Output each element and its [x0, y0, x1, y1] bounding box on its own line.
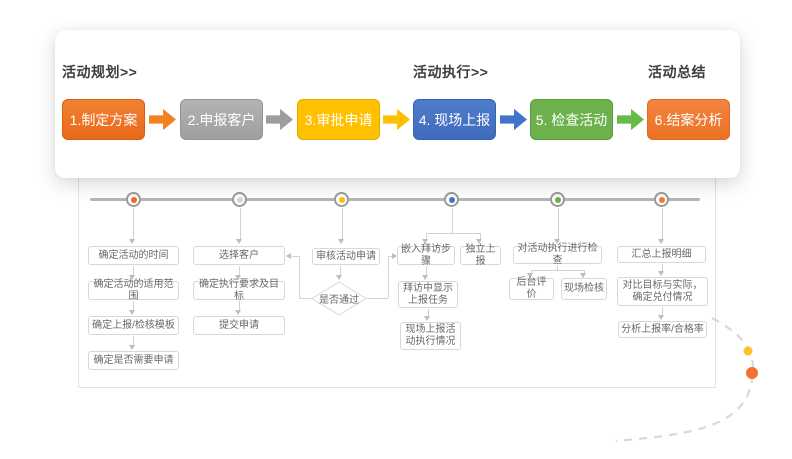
arrow-down-icon — [580, 273, 586, 278]
arrow-down-icon — [658, 271, 664, 276]
arrow-down-icon — [658, 239, 664, 244]
dot-core — [658, 196, 665, 203]
connector — [428, 309, 429, 316]
arrow-down-icon — [129, 345, 135, 350]
arrow-down-icon — [129, 275, 135, 280]
flow-box: 后台评价 — [509, 277, 554, 300]
flow-panel — [78, 167, 716, 388]
timeline-dot-6 — [654, 192, 669, 207]
connector — [557, 265, 558, 270]
phase-label-summary: 活动总结 — [648, 64, 706, 80]
flow-box: 选择客户 — [193, 246, 285, 265]
connector — [133, 301, 134, 310]
connector — [299, 256, 300, 298]
step-box-1: 1.制定方案 — [62, 99, 145, 140]
flow-box: 提交申请 — [193, 316, 285, 335]
connector — [292, 256, 299, 257]
step-box-3: 3.审批申请 — [297, 99, 380, 140]
step-box-2: 2.申报客户 — [180, 99, 263, 140]
timeline-dot-2 — [232, 192, 247, 207]
connector — [426, 233, 480, 234]
connector — [662, 208, 663, 239]
connector — [480, 233, 481, 239]
dot-core — [554, 196, 561, 203]
process-card — [55, 30, 740, 178]
flow-box: 确定活动的适用范围 — [88, 279, 179, 302]
arrow-down-icon — [236, 239, 242, 244]
flow-box: 对活动执行进行检查 — [513, 243, 602, 266]
flow-box: 独立上报 — [460, 244, 501, 267]
connector — [662, 307, 663, 315]
connector — [299, 298, 311, 299]
timeline-line — [90, 198, 700, 201]
arrow-down-icon — [422, 239, 428, 244]
connector — [388, 256, 389, 298]
flow-box: 审核活动申请 — [312, 248, 380, 265]
connector — [133, 336, 134, 345]
arrow-down-icon — [129, 239, 135, 244]
arc-orange-dot — [746, 367, 758, 379]
arrow-down-icon — [424, 316, 430, 321]
flow-box: 嵌入拜访步骤 — [397, 244, 455, 267]
flow-box: 现场上报活动执行情况 — [400, 322, 461, 350]
connector — [239, 301, 240, 310]
flow-box: 确定上报/检核模板 — [88, 316, 179, 335]
timeline-dot-4 — [444, 192, 459, 207]
phase-label-execution: 活动执行>> — [413, 64, 489, 80]
connector — [342, 208, 343, 239]
arrow-down-icon — [235, 275, 241, 280]
step-box-5: 5. 检查活动 — [530, 99, 613, 140]
arrow-down-icon — [338, 239, 344, 244]
connector — [558, 208, 559, 239]
arrow-down-icon — [129, 310, 135, 315]
connector — [240, 208, 241, 239]
diamond-shape — [311, 281, 367, 316]
connector — [239, 266, 240, 275]
flow-box: 对比目标与实际，确定兑付情况 — [617, 277, 708, 306]
timeline-dot-1 — [126, 192, 141, 207]
timeline-dot-5 — [550, 192, 565, 207]
arc-yellow-dot — [743, 346, 753, 356]
arrow-left-icon — [286, 253, 291, 259]
arrow-down-icon — [554, 239, 560, 244]
flow-box: 确定是否需要申请 — [88, 351, 179, 370]
dot-core — [448, 196, 455, 203]
connector — [662, 264, 663, 271]
arrow-right-icon — [392, 253, 397, 259]
arrow-down-icon — [658, 315, 664, 320]
connector — [426, 266, 427, 275]
connector — [340, 266, 341, 275]
connector — [133, 266, 134, 275]
connector — [531, 270, 532, 274]
arrow-down-icon — [336, 275, 342, 280]
arrow-down-icon — [422, 275, 428, 280]
flow-box: 现场检核 — [561, 278, 607, 300]
timeline-dot-3 — [334, 192, 349, 207]
connector — [367, 298, 388, 299]
decision-label: 是否通过 — [319, 295, 359, 306]
flow-box: 汇总上报明细 — [617, 246, 706, 263]
connector — [531, 270, 584, 271]
flow-box: 拜访中显示上报任务 — [398, 281, 458, 308]
step-box-6: 6.结案分析 — [647, 99, 730, 140]
connector — [426, 233, 427, 239]
dot-core — [130, 196, 137, 203]
connector — [133, 208, 134, 239]
arrow-down-icon — [527, 273, 533, 278]
flow-box: 确定执行要求及目标 — [193, 279, 285, 302]
flow-box: 确定活动的时间 — [88, 246, 179, 265]
flow-box: 分析上报率/合格率 — [618, 321, 707, 338]
decision-diamond: 是否通过 — [311, 281, 367, 316]
dot-core — [236, 196, 243, 203]
phase-label-planning: 活动规划>> — [62, 64, 138, 80]
arrow-down-icon — [476, 239, 482, 244]
connector — [584, 270, 585, 274]
dot-core — [338, 196, 345, 203]
step-box-4: 4. 现场上报 — [413, 99, 496, 140]
connector — [389, 256, 393, 257]
arrow-down-icon — [235, 310, 241, 315]
connector — [452, 208, 453, 233]
